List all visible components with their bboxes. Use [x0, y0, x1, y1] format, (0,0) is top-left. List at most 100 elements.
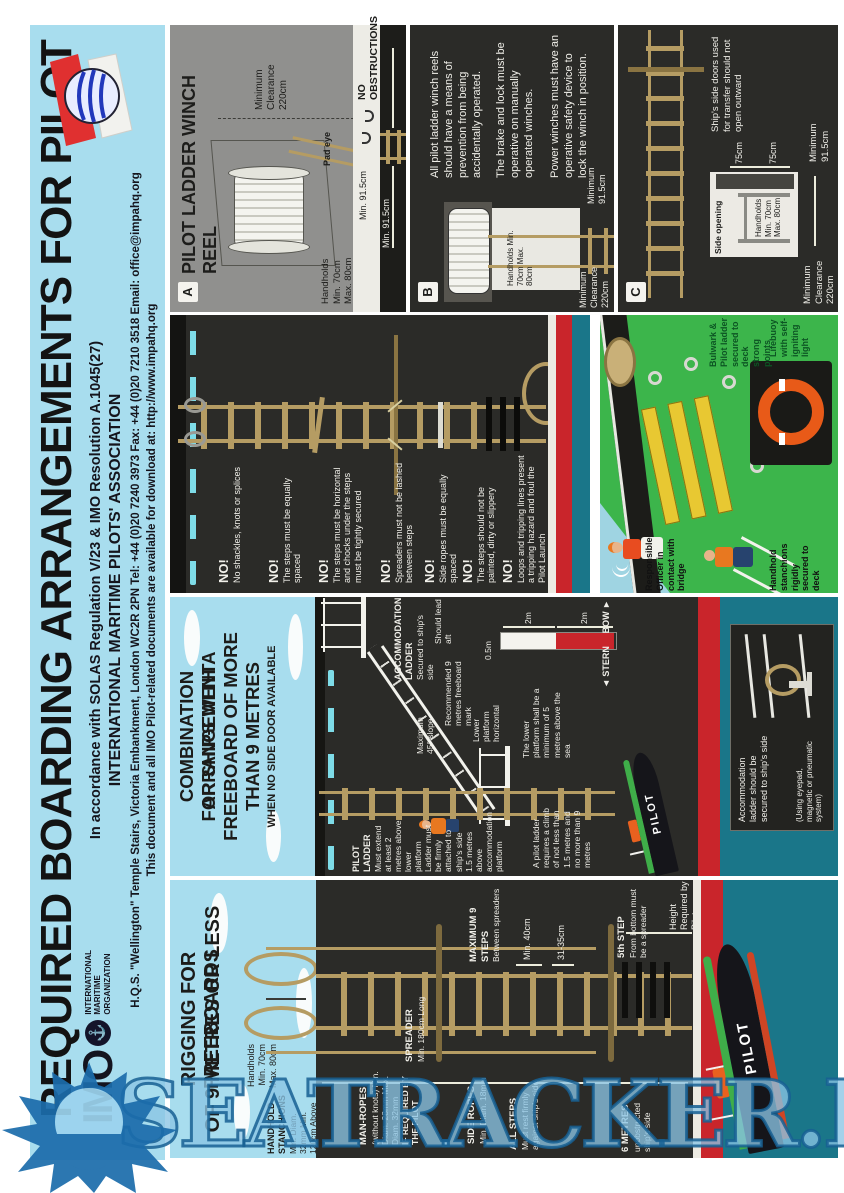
watermark-text: SEATRACKER.RU: [115, 1059, 844, 1170]
no-obstructions-label: NO OBSTRUCTIONS: [356, 16, 380, 100]
dim-line-3135: [552, 964, 574, 966]
combination-panel: COMBINATION ARRANGEMENT FOR SHIPS WITH A…: [170, 597, 838, 877]
no-item-5: NO! Side ropes must be equally spaced: [422, 455, 459, 583]
dim-line: [730, 166, 790, 168]
pad-eye-label: Pad eye: [322, 131, 332, 166]
man-rope: [266, 947, 596, 950]
no-text: The steps must be horizontal and chocks …: [331, 467, 364, 583]
dim-line: [392, 48, 394, 128]
handholds-label: Handholds Min. 70cm Max. 80cm: [506, 230, 535, 286]
side-opening-label: Side opening: [713, 200, 723, 254]
min-40cm-label: Min. 40cm: [522, 918, 532, 960]
ship-side-band: Min. 91.5cm: [380, 25, 406, 312]
watermark-sun-icon: [2, 1062, 177, 1193]
hull-line: [744, 634, 757, 718]
door-rail: [744, 193, 747, 243]
spreader-step: [436, 924, 442, 1062]
no-bang: NO!: [500, 559, 515, 583]
deck-line-dashes: [190, 323, 196, 585]
ladder-step: [386, 130, 390, 164]
lifebuoy-label: Lifebuoy with self-igniting light: [768, 317, 811, 357]
lower-platform-label: Lower platform horizontal: [471, 705, 502, 742]
black-step: [514, 397, 520, 451]
dim-line: [392, 166, 394, 248]
dim-line-40cm: [516, 964, 542, 966]
no-text: Loops and tripping lines present a tripp…: [515, 455, 548, 583]
pilot-ladder-label: PILOT LADDER Must extend at least 2 metr…: [351, 820, 424, 873]
no-bang: NO!: [216, 559, 231, 583]
boat-mast: [629, 850, 644, 856]
deck-eye-bolt: [684, 357, 698, 371]
ladder-side-rope: [380, 133, 406, 136]
worker-figure: [704, 547, 753, 567]
black-step: [486, 397, 492, 451]
black-step: [622, 962, 628, 1018]
officer-label: Responsible Officer in contact with brid…: [644, 537, 687, 591]
radio-wave-icon: [612, 557, 630, 577]
sea: [572, 315, 590, 593]
drum-flange: [228, 240, 310, 254]
handholds-label: Handholds Min. 70cm Max. 80cm: [320, 257, 355, 304]
clearance-dashed-line: [218, 118, 354, 119]
min-clearance-label: Minimum Clearance 220cm: [578, 266, 610, 308]
no-item-6: NO! The steps should not be painted, dir…: [460, 455, 497, 583]
rope-coil: [604, 337, 636, 387]
securing-inset: Accommodation ladder should be secured t…: [730, 624, 834, 831]
winch-rules-panel: B Handholds Min. 70cm Max. 80cm Minimum …: [410, 25, 614, 312]
subtitle-address: H.Q.S. "Wellington" Temple Stairs, Victo…: [130, 172, 142, 1008]
bollard-drawing: [741, 634, 821, 718]
wrong-rigging-panel: NO! No shackles, knots or splices NO! Th…: [170, 315, 590, 593]
max-slope-label: Maximum 45° slope: [415, 717, 436, 754]
imo-org-name: INTERNATIONAL MARITIME ORGANIZATION: [83, 950, 112, 1015]
black-step: [636, 962, 642, 1018]
pilot-boarding-poster: REQUIRED BOARDING ARRANGEMENTS FOR PILOT…: [30, 16, 841, 1160]
rope-knot: [765, 664, 801, 696]
door-note-label: Ship's side doors used for transfer shou…: [710, 36, 745, 132]
no-item-4: NO! Spreaders must not be lashed between…: [378, 455, 415, 583]
black-step: [664, 962, 670, 1018]
bollard-base: [807, 672, 812, 696]
no-bang: NO!: [378, 559, 393, 583]
spreader-label: SPREADER Min. 180cm Long: [404, 996, 426, 1062]
black-step: [650, 962, 656, 1018]
no-item-7: NO! Loops and tripping lines present a t…: [500, 455, 548, 583]
bulwark-secured-label: Bulwark & Pilot ladder secured to deck s…: [708, 317, 772, 367]
ladder-stowage-frame: [640, 389, 754, 526]
middle-column: NO! No shackles, knots or splices NO! Th…: [170, 315, 838, 593]
no-text: No shackles, knots or splices: [231, 466, 242, 583]
min-915-side-label: Min. 91.5cm: [381, 198, 391, 248]
black-step: [500, 397, 506, 451]
no-item-1: NO! No shackles, knots or splices: [216, 455, 242, 583]
ladder-step: [397, 130, 401, 164]
attach-label: Ladder must be firmly attached to ship's…: [423, 811, 505, 872]
no-bang: NO!: [460, 559, 475, 583]
impa-flag-icon: [50, 53, 133, 146]
min-clearance-label: Minimum Clearance 220cm: [802, 260, 837, 304]
lead-aft-label: Should lead aft: [433, 599, 454, 644]
lifebuoy-icon: [758, 379, 824, 445]
ladder-side-rope: [380, 157, 406, 160]
pilot-boat: PILOT: [607, 743, 692, 881]
min-915-deck-label: Min. 91.5cm: [358, 170, 368, 220]
75cm-label-a: 75cm: [734, 141, 744, 164]
header-band: REQUIRED BOARDING ARRANGEMENTS FOR PILOT…: [30, 25, 165, 1160]
inset-sub-text: (Using eyepad, magnetic or pneumatic sys…: [795, 741, 824, 822]
combination-sky: COMBINATION ARRANGEMENT FOR SHIPS WITH A…: [170, 597, 315, 876]
bollard: [789, 681, 809, 688]
painted-step: [438, 402, 443, 448]
freeboard-2m-lower-label: 2m: [579, 612, 589, 624]
hull-white-strip: [548, 315, 556, 593]
winch-reel-panel: A PILOT LADDER WINCH REEL Minimum Cleara…: [170, 16, 406, 312]
spreader-step: [628, 67, 704, 72]
no-text: Side ropes must be equally spaced: [437, 474, 459, 583]
31-35cm-label: 31-35cm: [556, 924, 566, 960]
lower-min-label: The lower platform shall be a minimum of…: [521, 688, 572, 758]
accommodation-ladder-label: ACCOMMODATION LADDER Secured to ship's s…: [393, 597, 435, 680]
winch-drum: [448, 208, 490, 294]
shackle-icon: [184, 431, 206, 447]
subtitle-regulation: In accordance with SOLAS Regulation V/23…: [88, 340, 104, 840]
combination-title-line3: FREEBOARD OF MORE: [220, 632, 241, 841]
5th-step-label: 5th STEP From bottom must be a spreader: [616, 889, 648, 958]
no-item-3: NO! The steps must be horizontal and cho…: [316, 455, 364, 583]
